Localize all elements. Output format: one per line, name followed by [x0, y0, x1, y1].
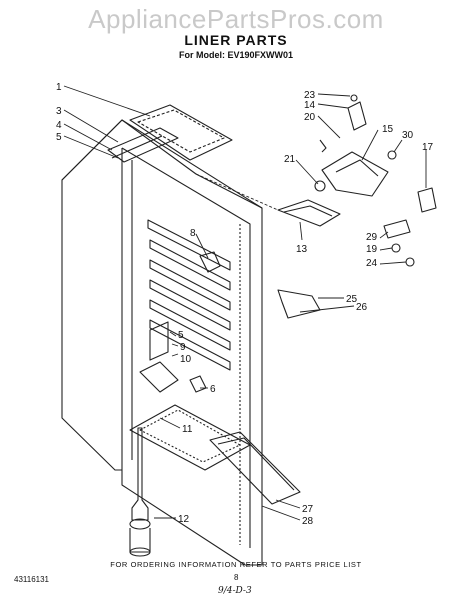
handwritten-note: 9/4-D-3: [218, 586, 252, 596]
shelf-bracket: [277, 289, 321, 319]
callout-17: 17: [422, 142, 434, 153]
callout-14: 14: [304, 100, 316, 111]
callout-23: 23: [304, 90, 316, 101]
liner-inner-top: [121, 147, 251, 548]
control-housing: [321, 151, 389, 197]
callout-19: 19: [366, 244, 378, 255]
callout-28: 28: [302, 516, 314, 527]
knob: [314, 180, 326, 192]
callout-5b: 5: [178, 330, 184, 341]
page-title: LINER PARTS: [184, 32, 288, 48]
callout-15: 15: [382, 124, 394, 135]
liner-top-face: [61, 119, 263, 209]
air-duct: [277, 199, 341, 227]
callout-labels: 1 3 4 5 8 5 9 10 6 11 12 23 14 20 15 30 …: [56, 82, 434, 527]
floor-panel: [129, 404, 251, 471]
bottom-trim: [209, 431, 301, 505]
left-bracket: [149, 321, 169, 361]
callout-9: 9: [180, 342, 186, 353]
callout-27: 27: [302, 504, 314, 515]
callout-25: 25: [346, 294, 358, 305]
callout-29: 29: [366, 232, 378, 243]
thermostat-clip: [347, 101, 367, 131]
callout-6: 6: [210, 384, 216, 395]
model-subtitle: For Model: EV190FXWW01: [178, 50, 294, 60]
callout-4: 4: [56, 120, 62, 131]
callout-13: 13: [296, 244, 308, 255]
leveling-leg: [131, 427, 149, 521]
callout-3: 3: [56, 106, 62, 117]
callout-24: 24: [366, 258, 378, 269]
callout-1: 1: [56, 82, 62, 93]
callout-26: 26: [356, 302, 368, 313]
ordering-note: FOR ORDERING INFORMATION REFER TO PARTS …: [110, 560, 362, 569]
callout-20: 20: [304, 112, 316, 123]
part-24: [405, 257, 415, 267]
watermark: AppliancePartsPros.com: [88, 4, 384, 34]
part-19: [391, 243, 401, 253]
callout-5: 5: [56, 132, 62, 143]
page-number: 8: [234, 573, 239, 582]
liner-cabinet: [61, 119, 263, 566]
leg-foot: [129, 518, 151, 530]
top-vent: [129, 104, 233, 161]
callout-10: 10: [180, 354, 192, 365]
shelf-supports: [147, 219, 231, 371]
part-29: [383, 219, 411, 239]
part-30: [387, 150, 397, 160]
callout-21: 21: [284, 154, 296, 165]
top-rail: [107, 127, 179, 163]
callout-12: 12: [178, 514, 190, 525]
callout-30: 30: [402, 130, 414, 141]
callout-11: 11: [182, 424, 193, 435]
switch: [417, 187, 437, 213]
part-8: [199, 251, 221, 273]
callout-8: 8: [190, 228, 196, 239]
document-number: 43116131: [14, 575, 49, 584]
